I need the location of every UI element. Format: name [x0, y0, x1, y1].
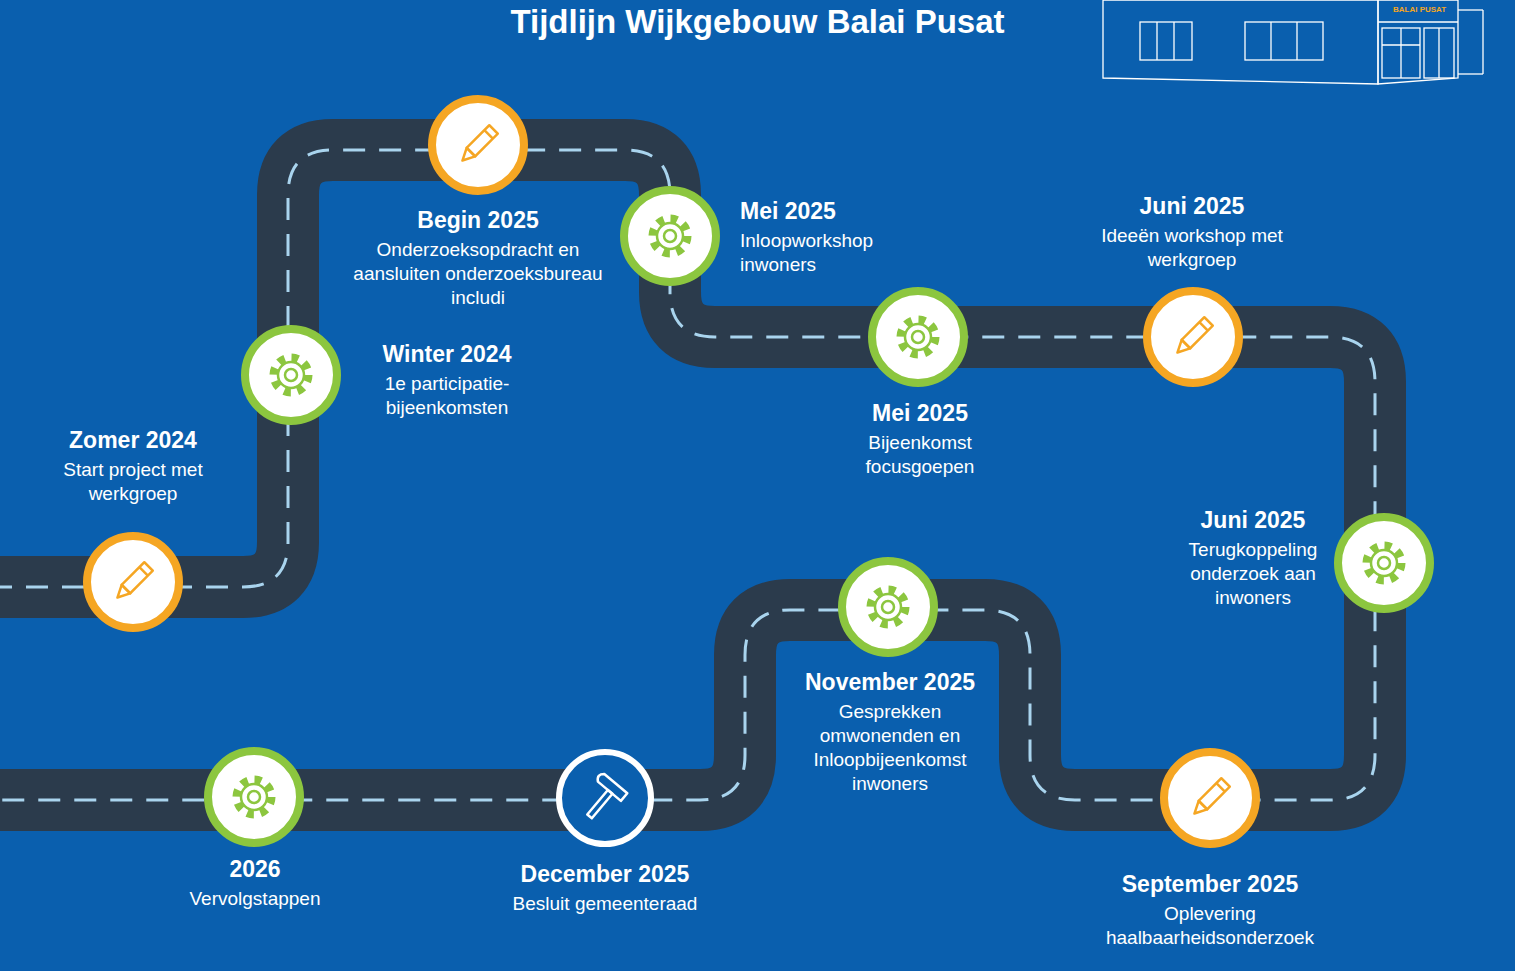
milestone-date: Mei 2025 — [825, 399, 1015, 427]
milestone-description: Inloopworkshop inwoners — [740, 229, 920, 277]
milestone: December 2025Besluit gemeenteraad — [485, 860, 725, 916]
milestone-date: Winter 2024 — [362, 340, 532, 368]
milestone-date: Begin 2025 — [348, 206, 608, 234]
sign-text: BALAI PUSAT — [1393, 5, 1446, 15]
milestone-date: Juni 2025 — [1178, 506, 1328, 534]
milestone-date: September 2025 — [1080, 870, 1340, 898]
milestone-description: Gesprekken omwonenden en Inloopbijeenkom… — [795, 700, 985, 796]
road-centerline — [0, 150, 1375, 800]
milestone-description: Onderzoeksopdracht en aansluiten onderzo… — [348, 238, 608, 310]
milestone: Mei 2025Bijeenkomst focusgoepen — [825, 399, 1015, 479]
building-illustration — [1103, 0, 1483, 84]
milestone: 2026Vervolgstappen — [155, 855, 355, 911]
milestone-description: Terugkoppeling onderzoek aan inwoners — [1178, 538, 1328, 610]
milestone: November 2025Gesprekken omwonenden en In… — [795, 668, 985, 796]
milestone-description: Start project met werkgroep — [33, 458, 233, 506]
milestone-description: Oplevering haalbaarheidsonderzoek — [1080, 902, 1340, 950]
milestone-description: 1e participatie- bijeenkomsten — [362, 372, 532, 420]
diagram-title: Tijdlijn Wijkgebouw Balai Pusat — [0, 2, 1515, 42]
milestone: Zomer 2024Start project met werkgroep — [33, 426, 233, 506]
milestone-description: Ideeën workshop met werkgroep — [1092, 224, 1292, 272]
milestone-date: 2026 — [155, 855, 355, 883]
milestone: September 2025Oplevering haalbaarheidson… — [1080, 870, 1340, 950]
road — [0, 150, 1375, 800]
milestone: Begin 2025Onderzoeksopdracht en aansluit… — [348, 206, 608, 310]
milestone: Mei 2025Inloopworkshop inwoners — [740, 197, 920, 277]
milestone: Juni 2025Ideeën workshop met werkgroep — [1092, 192, 1292, 272]
milestone-description: Bijeenkomst focusgoepen — [825, 431, 1015, 479]
milestone-description: Besluit gemeenteraad — [485, 892, 725, 916]
milestone-date: Juni 2025 — [1092, 192, 1292, 220]
milestone-markers — [87, 99, 1430, 844]
milestone-description: Vervolgstappen — [155, 887, 355, 911]
milestone: Winter 2024 1e participatie- bijeenkomste… — [362, 340, 532, 420]
milestone-date: December 2025 — [485, 860, 725, 888]
milestone: Juni 2025Terugkoppeling onderzoek aan in… — [1178, 506, 1328, 610]
milestone-date: November 2025 — [795, 668, 985, 696]
milestone-date: Mei 2025 — [740, 197, 920, 225]
milestone-date: Zomer 2024 — [33, 426, 233, 454]
